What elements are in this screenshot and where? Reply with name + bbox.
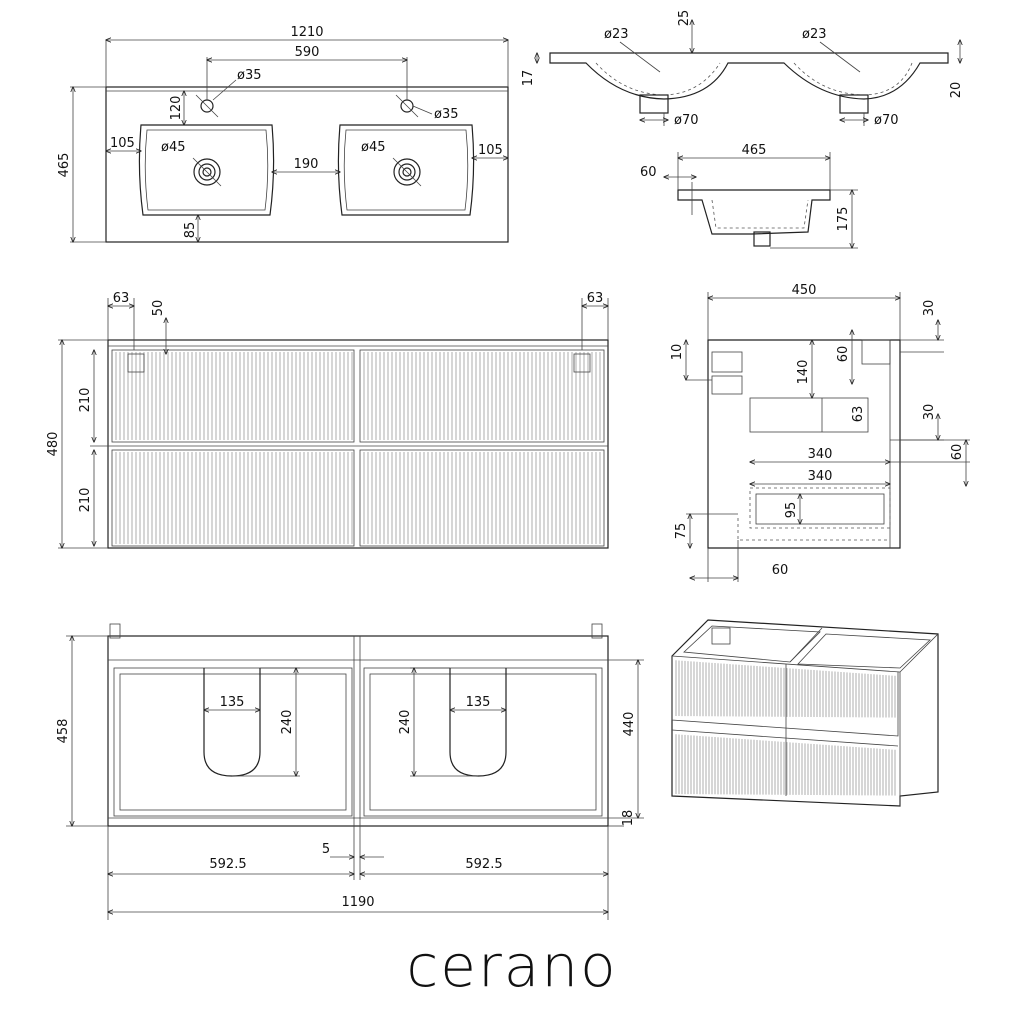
dim-side-lower: 95 (784, 502, 799, 519)
basin-front-section: 25 ø23 ø23 17 20 ø70 ø70 (521, 10, 964, 128)
dim-slot: 60 (836, 346, 851, 363)
dim-top-depth: 25 (677, 10, 692, 27)
dim-front-edge: 85 (183, 222, 198, 239)
dim-bowl-gap: 190 (294, 157, 319, 172)
label-waste-2: ø45 (361, 140, 386, 155)
dim-edge-left: 105 (110, 136, 135, 151)
dim-foot-width: 60 (772, 563, 789, 578)
dim-cutout-width-2: 135 (466, 695, 491, 710)
dim-drawer-bottom: 210 (78, 488, 93, 513)
drawer-bottom-right (359, 449, 605, 547)
dim-plinth: 18 (621, 810, 636, 827)
dim-edge-right: 105 (478, 143, 503, 158)
pipe-cutout-right (449, 668, 507, 777)
dim-rear-height-left: 458 (56, 719, 71, 744)
label-bowl-2: ø23 (802, 27, 827, 42)
label-waste-pipe-1: ø70 (674, 113, 699, 128)
hanger-left (127, 353, 145, 373)
bowl-left (138, 124, 275, 216)
dim-drawer-top: 210 (78, 388, 93, 413)
dim-basin-width: 1210 (290, 25, 323, 40)
dim-side-mid-gap-2: 60 (950, 444, 965, 461)
dim-thickness-right: 20 (949, 82, 964, 99)
dim-side-mid-gap: 30 (922, 404, 937, 421)
dim-cabinet-height: 480 (46, 432, 61, 457)
label-tap-hole-1: ø35 (237, 68, 262, 83)
dim-bracket: 10 (670, 344, 685, 361)
dim-gap: 5 (322, 842, 330, 857)
drawer-top-right (359, 349, 605, 443)
waste-hole-right (393, 158, 421, 186)
brand-logo: cerano (406, 932, 617, 1000)
dim-half-1: 592.5 (209, 857, 246, 872)
dim-hanger-right: 63 (587, 291, 604, 306)
fluted-front-pattern (115, 352, 601, 544)
iso-fluted-pattern (675, 660, 896, 796)
drawer-top-left (111, 349, 355, 443)
pipe-cutout-left (203, 668, 261, 777)
waste-hole-left (193, 158, 221, 186)
hanger-right (573, 353, 591, 373)
dim-basin-depth: 465 (57, 153, 72, 178)
waste-pipe-left (639, 94, 669, 114)
basin-top-view: 1210 590 465 ø35 ø35 120 105 105 190 ø45… (57, 25, 509, 243)
cabinet-rear-view: 135 135 240 240 458 440 18 592.5 592.5 5… (56, 623, 644, 920)
cabinet-side-elevation: 450 30 10 140 60 63 30 60 340 340 95 (670, 283, 970, 582)
dim-basin-height: 175 (836, 207, 851, 232)
dim-foot-height: 75 (674, 523, 689, 540)
dim-basin-side-depth: 465 (742, 143, 767, 158)
dim-side-small: 63 (851, 406, 866, 423)
dim-thickness-left: 17 (521, 70, 536, 87)
waste-pipe-right (839, 94, 869, 114)
label-bowl-1: ø23 (604, 27, 629, 42)
label-tap-hole-2: ø35 (434, 107, 459, 122)
dim-hanger-left: 63 (113, 291, 130, 306)
cabinet-front-elevation: 63 63 50 480 210 210 (46, 291, 609, 549)
dim-tap-offset: 120 (169, 96, 184, 121)
iso-bracket (711, 627, 731, 645)
dim-total-width: 1190 (341, 895, 374, 910)
basin-side-section: 465 60 175 (640, 143, 858, 248)
dim-drawer-depth: 140 (796, 360, 811, 385)
dim-hanger-top: 50 (151, 300, 166, 317)
dim-cutout-height-1: 240 (280, 710, 295, 735)
cabinet-isometric-view (671, 619, 939, 807)
label-waste-1: ø45 (161, 140, 186, 155)
dim-half-2: 592.5 (465, 857, 502, 872)
dim-side-depth: 450 (792, 283, 817, 298)
bowl-right (337, 124, 475, 216)
dim-rear-height-right: 440 (622, 712, 637, 737)
label-waste-pipe-2: ø70 (874, 113, 899, 128)
basin-outline (105, 86, 509, 243)
dim-side-top-gap: 30 (922, 300, 937, 317)
dim-cutout-width-1: 135 (220, 695, 245, 710)
drawer-bottom-left (111, 449, 355, 547)
dim-hole-spacing: 590 (295, 45, 320, 60)
dim-cutout-height-2: 240 (398, 710, 413, 735)
dim-inner-2: 340 (808, 469, 833, 484)
dim-inner-1: 340 (808, 447, 833, 462)
dim-basin-overhang: 60 (640, 165, 657, 180)
